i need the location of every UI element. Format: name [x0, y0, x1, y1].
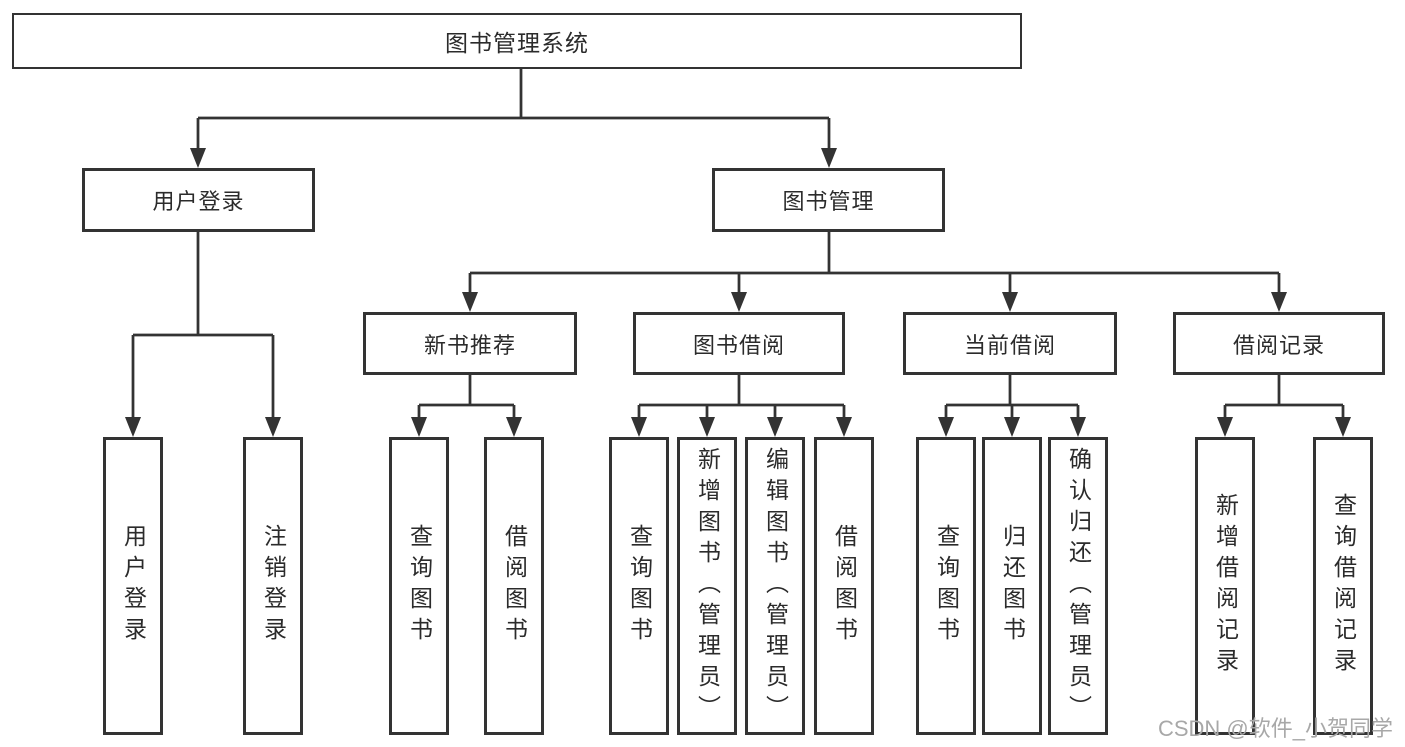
leaf-query-books-borrow: 查询图书 [609, 437, 669, 735]
node-book-management-branch: 图书管理 [712, 168, 945, 232]
leaf-query-books-recommend: 查询图书 [389, 437, 449, 735]
node-label: 图书借阅 [692, 332, 785, 358]
node-label: 当前借阅 [963, 332, 1056, 358]
node-new-book-recommend: 新书推荐 [363, 312, 577, 375]
node-label: 用户登录 [120, 524, 147, 648]
leaf-add-borrow-record: 新增借阅记录 [1195, 437, 1255, 735]
watermark: CSDN @软件_小贺同学 [1157, 716, 1393, 741]
node-book-borrow: 图书借阅 [633, 312, 845, 375]
leaf-return-books: 归还图书 [982, 437, 1042, 735]
arrowheads [125, 148, 1351, 437]
leaf-add-books-admin: 新增图书（管理员） [677, 437, 737, 735]
node-label: 新增图书（管理员） [694, 446, 721, 726]
node-label: 确认归还（管理员） [1065, 446, 1092, 726]
node-label: 借阅图书 [501, 524, 528, 648]
leaf-query-borrow-record: 查询借阅记录 [1313, 437, 1373, 735]
node-label: 查询图书 [406, 524, 433, 648]
node-library-management-system: 图书管理系统 [12, 13, 1022, 69]
node-label: 编辑图书（管理员） [762, 446, 789, 726]
leaf-confirm-return-admin: 确认归还（管理员） [1048, 437, 1108, 735]
node-label: 查询图书 [626, 524, 653, 648]
node-user-login-branch: 用户登录 [82, 168, 315, 232]
leaf-borrow-books-recommend: 借阅图书 [484, 437, 544, 735]
node-label: 借阅记录 [1232, 332, 1325, 358]
leaf-logout: 注销登录 [243, 437, 303, 735]
leaf-query-books-current: 查询图书 [916, 437, 976, 735]
node-label: 新书推荐 [423, 332, 516, 358]
leaf-user-login: 用户登录 [103, 437, 163, 735]
node-borrow-records: 借阅记录 [1173, 312, 1385, 375]
leaf-edit-books-admin: 编辑图书（管理员） [745, 437, 805, 735]
node-label: 归还图书 [999, 524, 1026, 648]
node-label: 查询图书 [933, 524, 960, 648]
node-current-borrow: 当前借阅 [903, 312, 1117, 375]
node-label: 查询借阅记录 [1330, 493, 1357, 679]
connector-lines [131, 69, 1345, 421]
node-label: 图书管理 [782, 189, 875, 214]
node-label: 图书管理系统 [445, 30, 589, 56]
node-label: 用户登录 [152, 189, 245, 214]
leaf-borrow-books: 借阅图书 [814, 437, 874, 735]
node-label: 注销登录 [260, 524, 287, 648]
node-label: 借阅图书 [831, 524, 858, 648]
node-label: 新增借阅记录 [1212, 493, 1239, 679]
